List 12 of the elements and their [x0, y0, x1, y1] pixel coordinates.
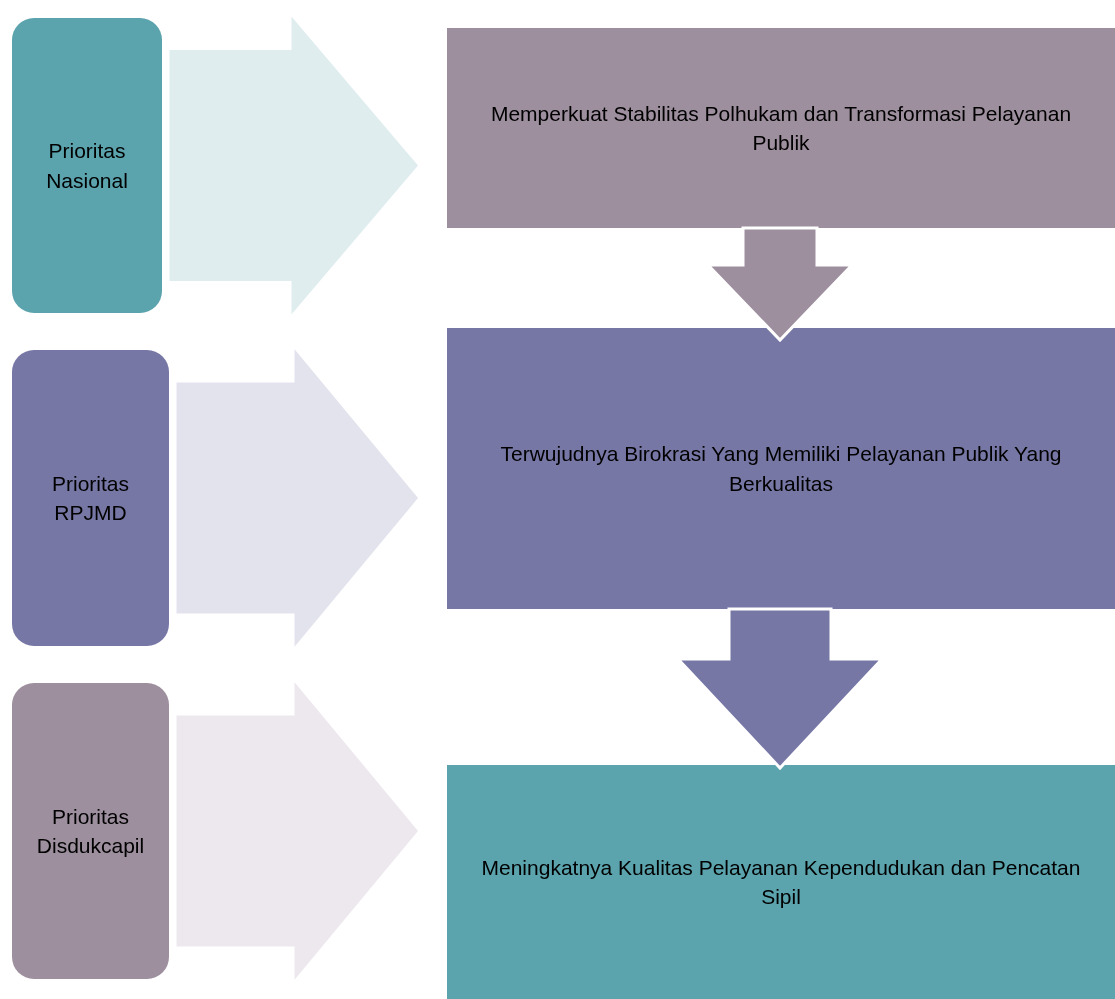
priority-label: Prioritas Nasional — [45, 138, 129, 194]
priority-label-box — [12, 18, 162, 313]
goal-box — [447, 328, 1115, 609]
priority-label: Prioritas Disdukcapil — [35, 803, 146, 859]
priority-label-box — [12, 683, 169, 979]
goal-box — [447, 28, 1115, 228]
goal-text: Meningkatnya Kualitas Pelayanan Kependudukan dan Pencatan Sipil — [480, 854, 1082, 910]
goal-text: Terwujudnya Birokrasi Yang Memiliki Pelayanan Publik Yang Berkualitas — [499, 441, 1063, 497]
priority-label-box — [12, 350, 169, 646]
goal-text: Memperkuat Stabilitas Polhukam dan Transformasi Pelayanan Publik — [489, 100, 1073, 156]
priority-label: Prioritas RPJMD — [51, 470, 130, 526]
goal-box — [447, 765, 1115, 999]
